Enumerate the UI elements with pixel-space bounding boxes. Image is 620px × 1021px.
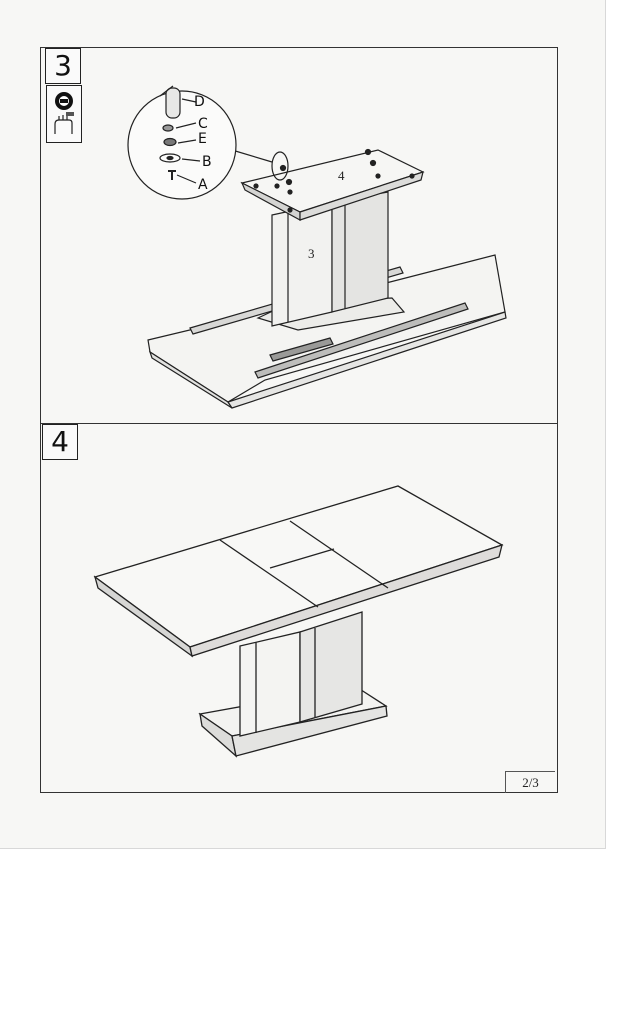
part-label-e: E [198, 131, 207, 147]
part-e-ring [163, 137, 197, 147]
extended-tabletop [93, 485, 504, 658]
hand-tighten-icon [54, 112, 74, 134]
plate-screws [253, 148, 415, 213]
part-label-d: D [194, 94, 205, 110]
leaf-seam-left [219, 539, 319, 608]
tabletop-underside [147, 254, 507, 409]
top-plate-callout: 4 [338, 168, 345, 183]
column-callout: 3 [308, 246, 315, 261]
leaf-center-seam [269, 548, 335, 569]
callout-leader [231, 149, 273, 163]
table-pedestal [239, 611, 363, 737]
step-4-illustration [93, 485, 504, 758]
hardware-detail-circle [127, 90, 237, 200]
part-a-screw [168, 170, 197, 184]
part-c-washer [162, 122, 197, 132]
part-label-b: B [202, 154, 212, 170]
part-label-c: C [198, 116, 208, 132]
page-frame [40, 47, 558, 793]
step-4-number: 4 [42, 424, 78, 460]
leaf-seam-right [289, 520, 389, 589]
panel-divider [40, 423, 558, 424]
step-3-number: 3 [45, 48, 81, 84]
step-3-illustration [127, 85, 507, 409]
bolt-highlight [271, 151, 289, 181]
tools-panel [46, 85, 82, 143]
part-b-washer [159, 153, 201, 163]
pedestal-column [271, 191, 389, 327]
socket-wrench-icon [55, 92, 73, 110]
part-d-bolt [159, 85, 197, 119]
page-number: 2/3 [505, 771, 555, 793]
top-plate [240, 149, 425, 222]
part-label-a: A [198, 177, 208, 193]
